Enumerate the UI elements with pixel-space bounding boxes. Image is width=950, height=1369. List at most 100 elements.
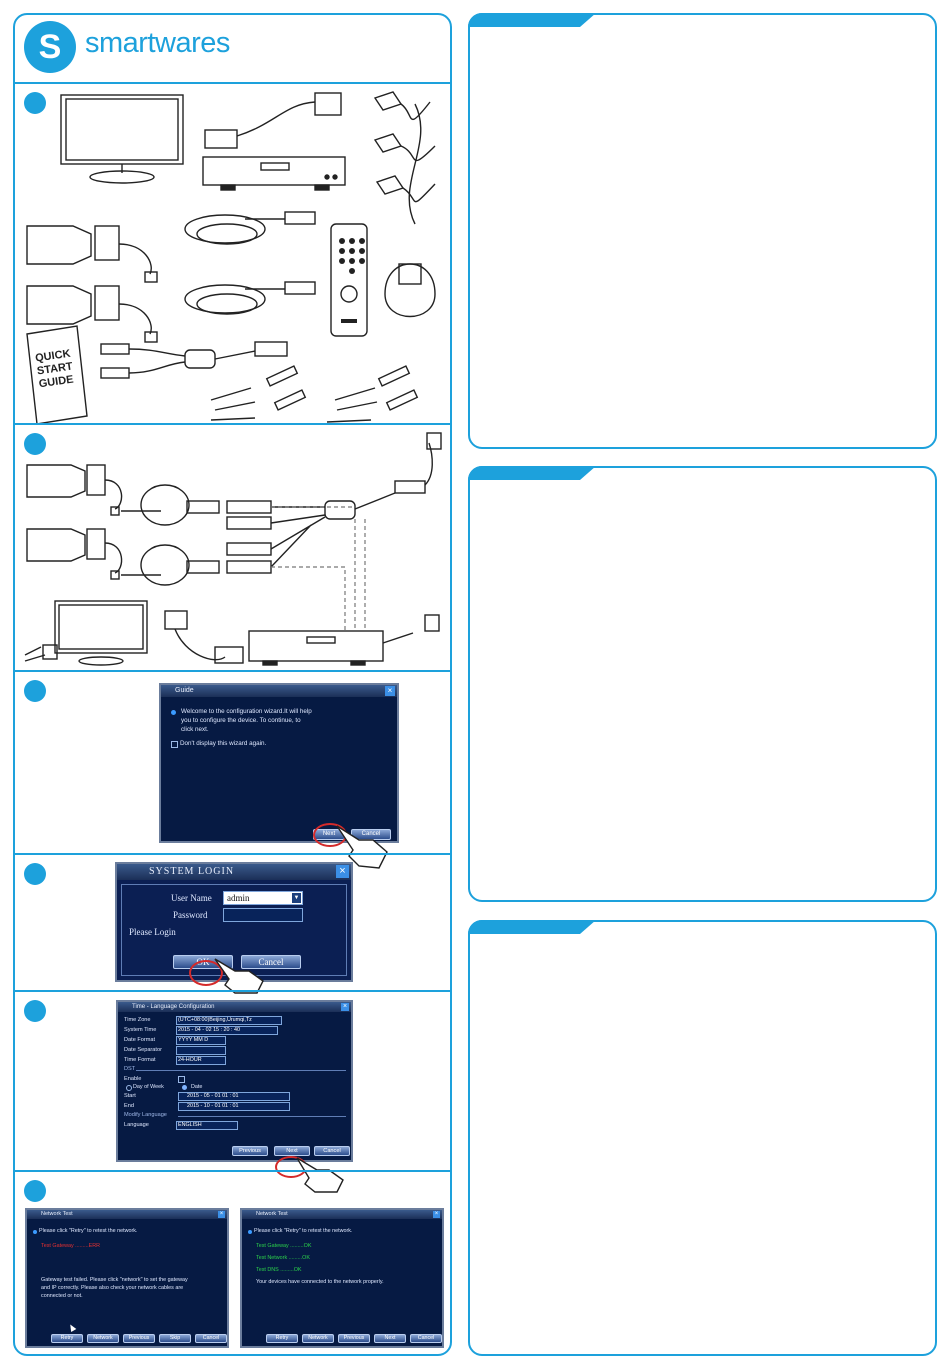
- guide-dialog: Guide × Welcome to the configuration wiz…: [159, 683, 399, 843]
- box-contents-illustration: [26, 91, 436, 425]
- guide-dialog-title: Guide: [175, 687, 194, 694]
- enable-label: Enable: [124, 1076, 142, 1082]
- close-icon[interactable]: ×: [385, 686, 395, 696]
- dst-divider: [136, 1070, 346, 1071]
- step-2-marker: [24, 433, 46, 455]
- retry-button[interactable]: Retry: [266, 1334, 298, 1343]
- previous-button[interactable]: Previous: [338, 1334, 370, 1343]
- date-separator-select[interactable]: [176, 1046, 226, 1055]
- previous-button[interactable]: Previous: [232, 1146, 268, 1156]
- right-panel-top: [468, 13, 937, 449]
- section-box-contents: QUICK START GUIDE: [15, 82, 450, 425]
- step-4-marker: [24, 863, 46, 885]
- step-6-marker: [24, 1180, 46, 1202]
- right-panel-bottom: [468, 920, 937, 1356]
- day-of-week-radio[interactable]: [126, 1085, 132, 1091]
- section-login: SYSTEM LOGIN × User Name admin ▼ Passwor…: [15, 853, 450, 994]
- pointing-hand-icon: [336, 825, 388, 869]
- date-separator-label: Date Separator: [124, 1047, 162, 1053]
- skip-button[interactable]: Skip: [159, 1334, 191, 1343]
- previous-button[interactable]: Previous: [123, 1334, 155, 1343]
- brand-name: smartwares: [85, 27, 230, 59]
- network-button[interactable]: Network: [87, 1334, 119, 1343]
- dst-label: DST: [124, 1066, 136, 1072]
- time-language-dialog: Time - Language Configuration × Time Zon…: [116, 1000, 353, 1162]
- cancel-button[interactable]: Cancel: [410, 1334, 442, 1343]
- login-dialog-title: SYSTEM LOGIN: [149, 866, 235, 877]
- network-ok-title: Network Test: [256, 1211, 288, 1217]
- modify-language-label: Modify Language: [124, 1112, 167, 1118]
- user-name-select[interactable]: admin ▼: [223, 891, 303, 905]
- system-time-label: System Time: [124, 1027, 157, 1033]
- start-label: Start: [124, 1093, 136, 1099]
- next-button[interactable]: Next: [274, 1146, 310, 1156]
- logo-letter: S: [38, 28, 62, 66]
- next-button[interactable]: Next: [374, 1334, 406, 1343]
- panel-tab: [468, 13, 596, 27]
- password-label: Password: [173, 910, 208, 920]
- date-format-select[interactable]: YYYY MM D: [176, 1036, 226, 1045]
- start-field[interactable]: 2015 - 05 - 01 01 : 01: [178, 1092, 290, 1101]
- cursor-icon: [67, 1322, 77, 1333]
- date-format-label: Date Format: [124, 1037, 156, 1043]
- time-format-label: Time Format: [124, 1057, 156, 1063]
- close-icon[interactable]: ×: [218, 1211, 225, 1218]
- dont-display-checkbox[interactable]: [171, 741, 178, 748]
- close-icon[interactable]: ×: [341, 1003, 349, 1011]
- end-field[interactable]: 2015 - 10 - 01 01 : 01: [178, 1102, 290, 1111]
- brand-header: S smartwares: [15, 15, 450, 82]
- left-panel: S smartwares: [13, 13, 452, 1356]
- test-gateway-line: Test Gateway .........OK: [256, 1243, 312, 1249]
- test-network-line: Test Network .........OK: [256, 1255, 310, 1261]
- time-zone-label: Time Zone: [124, 1017, 151, 1023]
- gateway-test-line: Test Gateway .........ERR: [41, 1243, 101, 1249]
- network-test-ok-dialog: Network Test × Please click "Retry" to r…: [240, 1208, 444, 1348]
- cancel-button[interactable]: Cancel: [314, 1146, 350, 1156]
- step-3-marker: [24, 680, 46, 702]
- network-test-failed-dialog: Network Test × Please click "Retry" to r…: [25, 1208, 229, 1348]
- section-guide-wizard: Guide × Welcome to the configuration wiz…: [15, 670, 450, 869]
- time-zone-select[interactable]: (UTC+08:00)Beijing,Urumqi,Tz: [176, 1016, 282, 1025]
- network-button[interactable]: Network: [302, 1334, 334, 1343]
- retry-button[interactable]: Retry: [51, 1334, 83, 1343]
- system-time-field[interactable]: 2015 - 04 - 02 15 : 20 : 40: [176, 1026, 278, 1035]
- password-field[interactable]: [223, 908, 303, 922]
- day-of-week-label: Day of Week: [133, 1084, 164, 1090]
- welcome-text: Welcome to the configuration wizard.It w…: [181, 708, 312, 733]
- failure-message: Gateway test failed. Please click "netwo…: [41, 1277, 188, 1299]
- success-message: Your devices have connected to the netwo…: [256, 1279, 384, 1285]
- dont-display-label: Don't display this wizard again.: [180, 740, 267, 747]
- section-time-language: Time - Language Configuration × Time Zon…: [15, 990, 450, 1193]
- cancel-button[interactable]: Cancel: [195, 1334, 227, 1343]
- info-dot-icon: [33, 1230, 37, 1234]
- chevron-down-icon: ▼: [292, 893, 301, 903]
- pointing-hand-icon: [214, 958, 264, 994]
- time-dialog-title: Time - Language Configuration: [132, 1004, 215, 1010]
- test-dns-line: Test DNS .........OK: [256, 1267, 302, 1273]
- retry-message: Please click "Retry" to retest the netwo…: [254, 1228, 353, 1234]
- smartwares-logo-icon: S: [24, 21, 76, 73]
- time-format-select[interactable]: 24-HOUR: [176, 1056, 226, 1065]
- language-label: Language: [124, 1122, 149, 1128]
- panel-tab: [468, 920, 596, 934]
- enable-checkbox[interactable]: [178, 1076, 185, 1083]
- cancel-button[interactable]: Cancel: [241, 955, 301, 969]
- close-icon[interactable]: ×: [433, 1211, 440, 1218]
- language-select[interactable]: ENGLISH: [176, 1121, 238, 1130]
- right-panel-middle: [468, 466, 937, 902]
- date-option-label: Date: [191, 1084, 203, 1090]
- panel-tab: [468, 466, 596, 480]
- network-fail-title: Network Test: [41, 1211, 73, 1217]
- retry-message: Please click "Retry" to retest the netwo…: [39, 1228, 138, 1234]
- quick-start-guide-cover: QUICK START GUIDE: [34, 347, 75, 391]
- date-radio[interactable]: [182, 1085, 187, 1090]
- step-5-marker: [24, 1000, 46, 1022]
- login-dialog: SYSTEM LOGIN × User Name admin ▼ Passwor…: [115, 862, 353, 982]
- close-icon[interactable]: ×: [336, 865, 349, 878]
- info-dot-icon: [248, 1230, 252, 1234]
- step-1-marker: [24, 92, 46, 114]
- end-label: End: [124, 1103, 134, 1109]
- user-name-label: User Name: [171, 893, 212, 903]
- section-network-test: Network Test × Please click "Retry" to r…: [15, 1170, 450, 1356]
- section-wiring: [15, 423, 450, 672]
